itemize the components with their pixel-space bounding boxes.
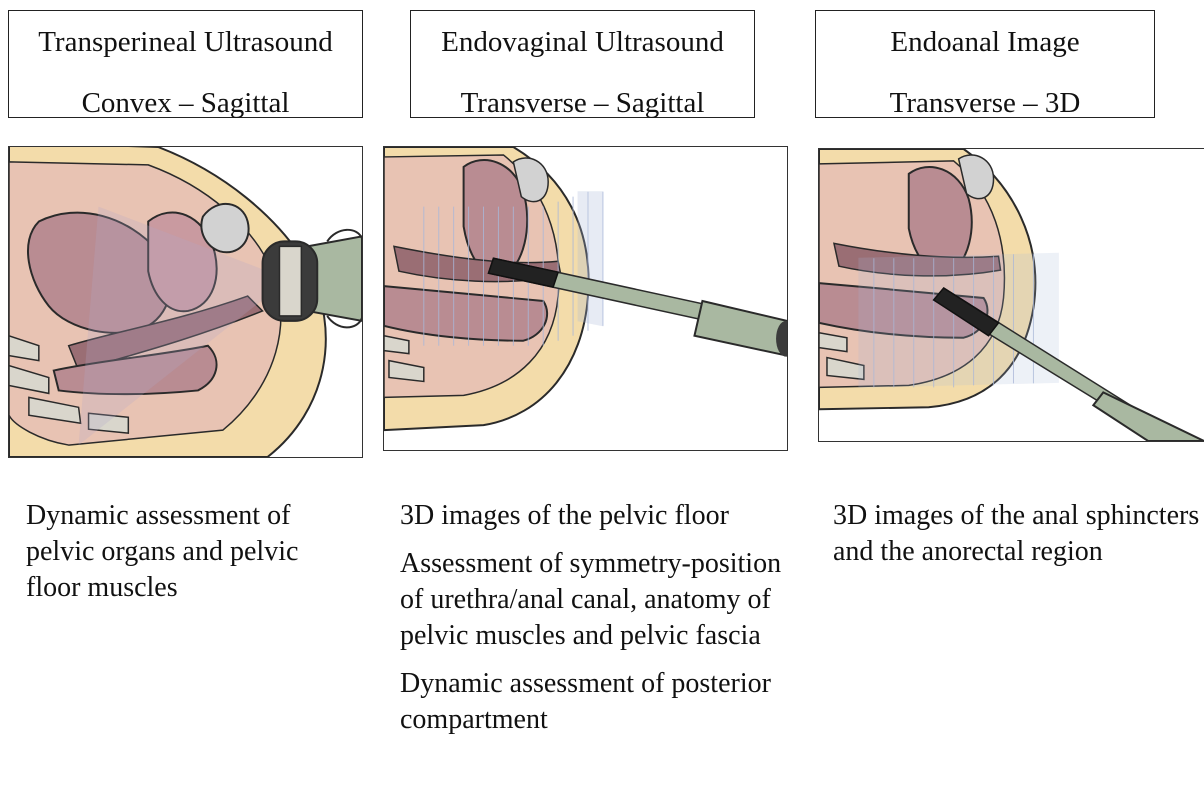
description-text: Assessment of symmetry-position of ureth… [400,546,810,654]
illustration-endoanal [818,148,1204,442]
probe-handle [694,301,787,356]
header-title: Transperineal Ultrasound [9,28,362,57]
illustration-endovaginal [383,146,788,451]
description-text: 3D images of the pelvic floor [400,498,810,534]
transperineal-illustration [9,147,362,457]
header-title: Endoanal Image [816,28,1154,57]
header-subtitle: Transverse – Sagittal [411,89,754,118]
description-endovaginal: 3D images of the pelvic floor Assessment… [400,498,810,750]
endovaginal-illustration [384,147,787,450]
header-box-endovaginal: Endovaginal Ultrasound Transverse – Sagi… [410,10,755,118]
header-title: Endovaginal Ultrasound [411,28,754,57]
description-text: 3D images of the anal sphincters and the… [833,498,1203,570]
probe-handle [1093,392,1204,441]
header-subtitle: Convex – Sagittal [9,89,362,118]
description-text: Dynamic assessment of posterior compartm… [400,666,810,738]
description-transperineal: Dynamic assessment of pelvic organs and … [26,498,326,618]
scan-volume [859,253,1058,387]
bladder [201,204,248,252]
illustration-transperineal [8,146,363,458]
header-box-transperineal: Transperineal Ultrasound Convex – Sagitt… [8,10,363,118]
description-endoanal: 3D images of the anal sphincters and the… [833,498,1203,582]
header-subtitle: Transverse – 3D [816,89,1154,118]
probe-band [279,246,301,316]
header-box-endoanal: Endoanal Image Transverse – 3D [815,10,1155,118]
description-text: Dynamic assessment of pelvic organs and … [26,498,326,606]
endoanal-illustration [819,149,1204,441]
